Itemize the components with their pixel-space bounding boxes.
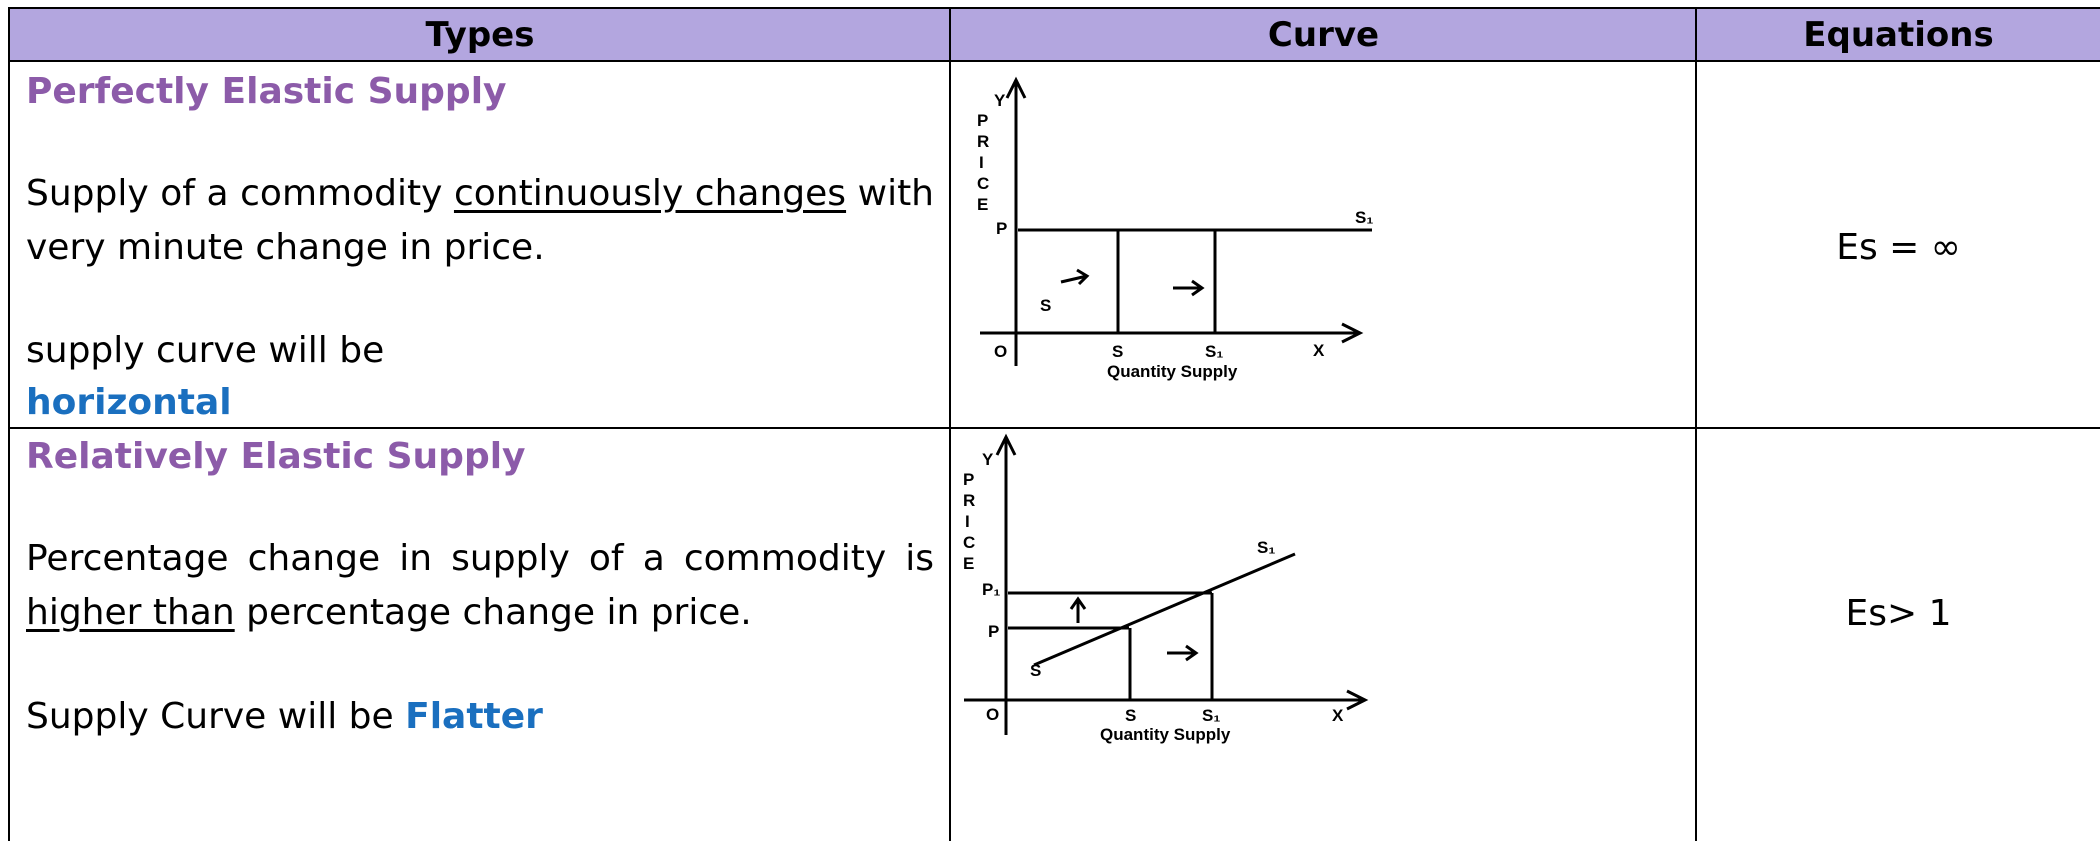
column-divider-1: [949, 7, 951, 841]
row2-curve-text: Supply Curve will be Flatter: [26, 696, 543, 737]
row2-description: Percentage change in supply of a commodi…: [26, 538, 934, 633]
g1-tick-s1: S₁: [1205, 342, 1223, 361]
g2-y-label: Y: [982, 450, 994, 469]
g1-x-axis-title: Quantity Supply: [1107, 362, 1238, 381]
header-equations: Equations: [1803, 15, 1994, 55]
header-bg-types: [10, 8, 950, 60]
table-border-left: [8, 7, 10, 841]
row2-curve-word: Flatter: [405, 696, 543, 737]
row2-equation: Es> 1: [1845, 593, 1952, 634]
g1-price-letter-c: C: [977, 174, 989, 193]
header-bg-equations: [1697, 8, 2100, 60]
row2-title: Relatively Elastic Supply: [26, 436, 526, 477]
header-types: Types: [425, 15, 535, 55]
g2-price-tick: P: [988, 622, 999, 641]
g1-price-letter-p: P: [977, 111, 988, 130]
g2-price-letter-r: R: [963, 491, 975, 510]
g2-curve-start-label: S: [1030, 661, 1041, 680]
g1-tick-s: S: [1112, 342, 1123, 361]
g1-curve-label: S₁: [1355, 208, 1373, 227]
g1-price-tick: P: [996, 219, 1007, 238]
g2-tick-s: S: [1125, 706, 1136, 725]
g1-area-label: S: [1040, 296, 1051, 315]
row1-title: Perfectly Elastic Supply: [26, 71, 507, 112]
g1-y-label: Y: [994, 91, 1006, 110]
g1-price-letter-i: I: [979, 153, 984, 172]
header-bg-curve: [951, 8, 1696, 60]
header-curve: Curve: [1267, 15, 1380, 55]
row1-curve-word: horizontal: [26, 382, 232, 423]
g1-price-letter-e: E: [977, 195, 988, 214]
g2-origin: O: [986, 705, 999, 724]
g2-x-axis-title: Quantity Supply: [1100, 725, 1231, 744]
relatively-elastic-graph: Y P R I C E P₁ P S₁ S O X S S₁ Quantity …: [963, 433, 1369, 744]
row1-description: Supply of a commodity continuously chang…: [26, 173, 935, 268]
row1-equation: Es = ∞: [1836, 227, 1961, 268]
g2-price-letter-p: P: [963, 470, 974, 489]
g2-x-label: X: [1332, 706, 1344, 725]
perfectly-elastic-graph: Y P R I C E P S₁ S O X S S₁ Quantity Sup…: [977, 76, 1373, 381]
g2-price1-tick: P₁: [982, 580, 1000, 599]
row1-underlined-text: continuously changes: [453, 173, 847, 214]
row1-curve-text: supply curve will be: [26, 330, 385, 371]
row2-underlined-text: higher than: [26, 592, 235, 633]
g2-tick-s1: S₁: [1202, 706, 1220, 725]
row-divider: [8, 427, 2100, 429]
g1-origin: O: [994, 342, 1007, 361]
header-divider: [8, 60, 2100, 62]
g2-price-letter-e: E: [963, 554, 974, 573]
g2-price-letter-c: C: [963, 533, 975, 552]
g2-price-letter-i: I: [965, 512, 970, 531]
g2-curve-label: S₁: [1257, 538, 1275, 557]
g1-x-label: X: [1313, 341, 1325, 360]
table-border-top: [8, 7, 2100, 9]
column-divider-2: [1695, 7, 1697, 841]
g1-price-letter-r: R: [977, 132, 989, 151]
